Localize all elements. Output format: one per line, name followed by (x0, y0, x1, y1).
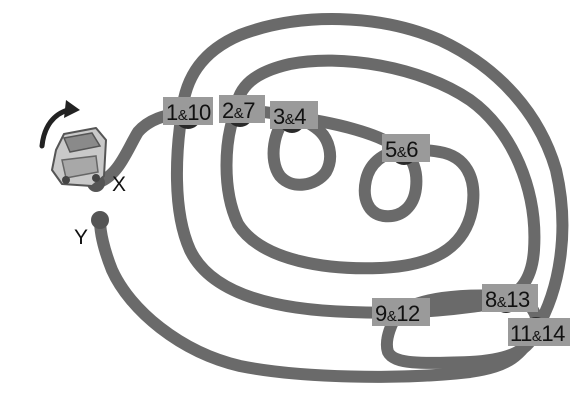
svg-text:9&12: 9&12 (375, 301, 420, 326)
svg-text:1&10: 1&10 (166, 100, 211, 125)
svg-text:5&6: 5&6 (385, 137, 418, 162)
road-outer-loop (90, 13, 569, 383)
road-inner-ring (220, 104, 480, 275)
junction-labels: 1&10 2&7 3&4 5&6 8&13 (163, 95, 570, 346)
direction-arrow-icon (39, 100, 80, 149)
road-small-loop-b (358, 145, 423, 223)
svg-text:8&13: 8&13 (485, 287, 530, 312)
endpoint-y-label: Y (74, 226, 88, 249)
junction-label-2-7: 2&7 (219, 95, 265, 123)
svg-text:11&14: 11&14 (510, 321, 565, 346)
junction-label-1-10: 1&10 (163, 97, 213, 125)
junction-label-5-6: 5&6 (382, 134, 430, 162)
junction-label-8-13: 8&13 (482, 284, 538, 312)
endpoint-y-dot (91, 211, 109, 229)
junction-label-11-14: 11&14 (508, 318, 570, 346)
road-network (90, 13, 569, 383)
car-icon (51, 127, 107, 187)
junction-label-9-12: 9&12 (372, 298, 430, 326)
junction-label-3-4: 3&4 (270, 101, 318, 129)
endpoint-x-label: X (112, 173, 126, 196)
road-lower-loop (381, 289, 543, 369)
svg-text:3&4: 3&4 (273, 104, 306, 129)
svg-text:2&7: 2&7 (222, 98, 255, 123)
